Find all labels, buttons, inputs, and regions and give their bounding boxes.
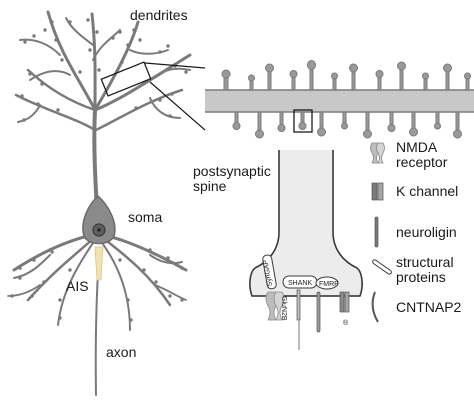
dendritic-spines — [10, 18, 188, 322]
postsynaptic-spine-label: postsynaptic spine — [193, 163, 271, 194]
legend-k-channel: K channel — [396, 183, 459, 199]
neuroligin-icon — [374, 216, 379, 248]
spine-highlight-box — [293, 109, 313, 133]
zoom-line-top — [144, 62, 206, 69]
svg-text:SHANK: SHANK — [288, 280, 312, 287]
zoom-box — [100, 61, 152, 97]
k-channel-membrane — [339, 291, 350, 313]
neuroligin-membrane — [316, 291, 321, 333]
ais-label: AIS — [66, 278, 89, 294]
soma-label: soma — [128, 209, 163, 225]
svg-text:GluN2B: GluN2B — [280, 296, 287, 321]
registered-mark: ® — [343, 319, 349, 327]
legend-structural-proteins: structural proteins — [396, 254, 454, 285]
axon-initial-segment — [94, 246, 104, 281]
zoom-line-bottom — [149, 81, 206, 131]
k-channel-icon — [371, 182, 384, 201]
syngap-protein: SynGAP — [262, 254, 277, 290]
axon-label: axon — [106, 344, 137, 360]
fmrp-protein: FMRP — [315, 276, 339, 290]
structural-protein-membrane — [296, 289, 301, 350]
svg-text:SynGAP: SynGAP — [262, 259, 274, 287]
soma-body — [82, 194, 116, 245]
zoomed-dendrite — [205, 60, 474, 139]
legend-cntnap2: CNTNAP2 — [396, 299, 462, 315]
legend-nmda-receptor: NMDA receptor — [396, 139, 448, 170]
shank-protein: SHANK — [282, 275, 318, 289]
legend-neuroligin: neuroligin — [396, 224, 457, 240]
svg-text:FMRP: FMRP — [319, 281, 339, 288]
cntnap2-icon — [371, 291, 379, 323]
structural-proteins-icon — [372, 259, 392, 275]
nmda-receptor-icon — [370, 142, 385, 164]
glun2b-nmda-receptor: GluN2B — [265, 291, 287, 321]
dendrites-label: dendrites — [130, 7, 188, 23]
